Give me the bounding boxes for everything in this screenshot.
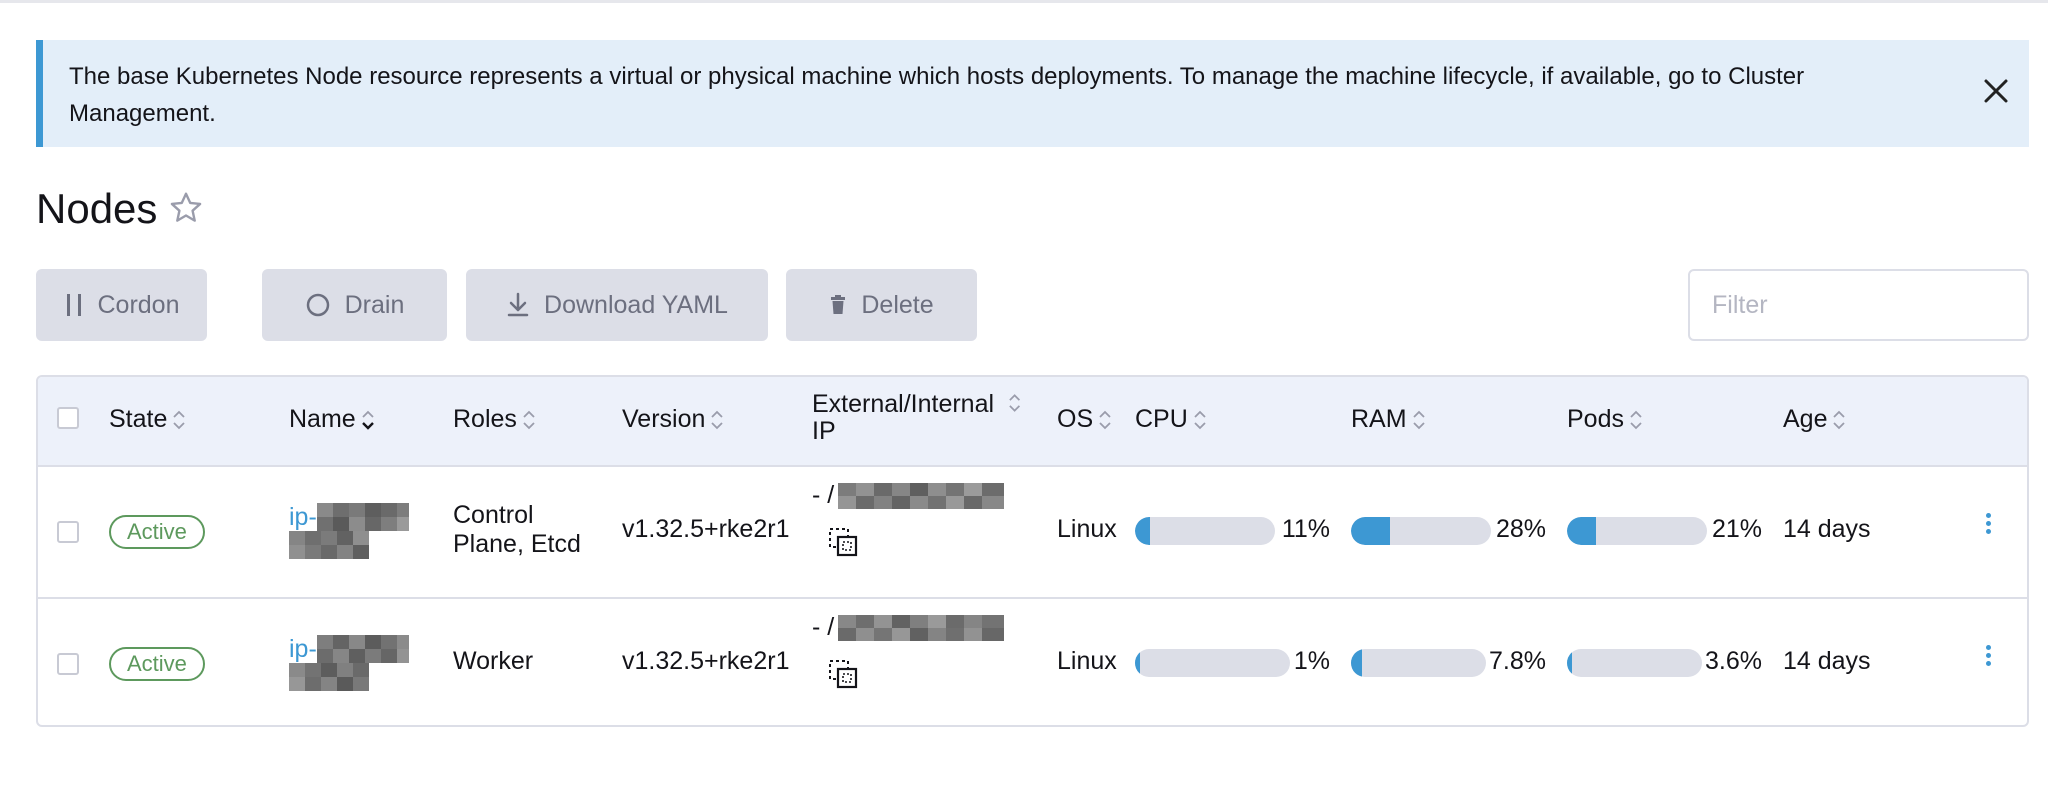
delete-button[interactable]: Delete (786, 269, 977, 341)
sort-icon (1194, 410, 1206, 429)
cpu-usage-fill (1135, 649, 1140, 677)
column-header-pods[interactable]: Pods (1567, 405, 1644, 434)
info-banner: The base Kubernetes Node resource repres… (36, 40, 2029, 147)
column-header-ip[interactable]: External/Internal IP (812, 391, 1022, 445)
select-all-checkbox[interactable] (57, 407, 79, 429)
os-cell: Linux (1057, 647, 1117, 675)
page-title: Nodes (36, 185, 158, 232)
status-badge: Active (109, 515, 205, 549)
sort-icon (173, 410, 186, 429)
ram-percent: 7.8% (1489, 647, 1546, 675)
os-cell: Linux (1057, 515, 1117, 543)
download-icon (507, 292, 529, 317)
copy-icon[interactable] (828, 659, 860, 691)
sort-icon (1099, 410, 1111, 429)
ip-prefix: - / (812, 481, 835, 509)
ram-usage-bar (1351, 517, 1491, 545)
drain-label: Drain (344, 290, 405, 319)
circle-icon (306, 293, 329, 317)
column-header-state[interactable]: State (109, 405, 187, 434)
row-actions-menu-icon[interactable] (1978, 510, 1998, 550)
column-header-version[interactable]: Version (622, 405, 725, 434)
cpu-usage-fill (1135, 517, 1150, 545)
version-cell: v1.32.5+rke2r1 (622, 647, 790, 675)
sort-icon (1630, 410, 1642, 429)
drain-button[interactable]: Drain (262, 269, 447, 341)
column-label: Pods (1567, 405, 1624, 433)
column-header-ram[interactable]: RAM (1351, 405, 1427, 434)
cpu-percent: 1% (1293, 647, 1330, 675)
pods-usage-bar (1567, 517, 1707, 545)
download-yaml-button[interactable]: Download YAML (466, 269, 768, 341)
row-actions-menu-icon[interactable] (1978, 642, 1998, 682)
column-label: State (109, 405, 168, 433)
ram-usage-bar (1351, 649, 1486, 677)
copy-icon[interactable] (828, 527, 860, 559)
cpu-usage-bar (1135, 517, 1275, 545)
row-checkbox[interactable] (57, 521, 79, 543)
column-header-name[interactable]: Name (289, 405, 376, 434)
redacted-name-image (289, 503, 409, 559)
ram-usage-fill (1351, 649, 1362, 677)
cordon-label: Cordon (97, 290, 180, 319)
roles-cell: Control Plane, Etcd (453, 501, 581, 558)
pods-usage-bar (1567, 649, 1702, 677)
redacted-ip-image (838, 615, 1004, 641)
close-icon[interactable] (1981, 78, 2011, 108)
pods-usage-fill (1567, 517, 1596, 545)
ip-prefix: - / (812, 613, 835, 641)
column-label: CPU (1135, 405, 1188, 433)
column-label: Roles (453, 405, 517, 433)
cpu-usage-bar (1135, 649, 1290, 677)
cpu-percent: 11% (1281, 515, 1330, 543)
version-cell: v1.32.5+rke2r1 (622, 515, 790, 543)
redacted-ip-image (838, 483, 1004, 509)
trash-icon (831, 295, 846, 314)
sort-icon (711, 410, 724, 429)
column-label: OS (1057, 405, 1094, 433)
pods-usage-fill (1567, 649, 1572, 677)
nodes-table: State Name Roles Version External/Intern… (36, 375, 2029, 727)
sort-icon (1412, 410, 1425, 429)
column-label: External/Internal IP (812, 390, 995, 445)
column-label: RAM (1351, 405, 1407, 433)
age-cell: 14 days (1783, 515, 1871, 543)
pods-percent: 21% (1711, 515, 1762, 543)
delete-label: Delete (861, 290, 934, 319)
ram-percent: 28% (1495, 515, 1546, 543)
table-header: State Name Roles Version External/Intern… (38, 377, 2027, 467)
table-row[interactable]: Active ip- Control Plane, Etcd v1.32.5+r… (38, 467, 2027, 599)
redacted-name-image (289, 635, 409, 691)
node-name-link[interactable]: ip- (289, 635, 317, 663)
sort-icon (523, 410, 535, 429)
banner-text: The base Kubernetes Node resource repres… (69, 63, 1805, 127)
star-outline-icon[interactable] (168, 190, 204, 226)
filter-input[interactable] (1688, 269, 2029, 341)
pause-icon (66, 294, 81, 316)
top-divider (0, 0, 2048, 3)
column-label: Version (622, 405, 706, 433)
status-badge: Active (109, 647, 205, 681)
column-label: Age (1783, 405, 1828, 433)
column-header-cpu[interactable]: CPU (1135, 405, 1208, 434)
table-row[interactable]: Active ip- Worker v1.32.5+rke2r1 - / Lin… (38, 599, 2027, 725)
download-yaml-label: Download YAML (544, 290, 728, 319)
pods-percent: 3.6% (1705, 647, 1762, 675)
age-cell: 14 days (1783, 647, 1871, 675)
ram-usage-fill (1351, 517, 1390, 545)
column-header-roles[interactable]: Roles (453, 405, 537, 434)
sort-descending-icon (361, 410, 374, 430)
column-header-age[interactable]: Age (1783, 405, 1847, 434)
column-label: Name (289, 405, 356, 433)
roles-cell: Worker (453, 647, 534, 675)
sort-icon (1008, 394, 1020, 412)
node-name-link[interactable]: ip- (289, 503, 317, 531)
sort-icon (1833, 410, 1846, 429)
cordon-button[interactable]: Cordon (36, 269, 207, 341)
row-checkbox[interactable] (57, 653, 79, 675)
column-header-os[interactable]: OS (1057, 405, 1113, 434)
